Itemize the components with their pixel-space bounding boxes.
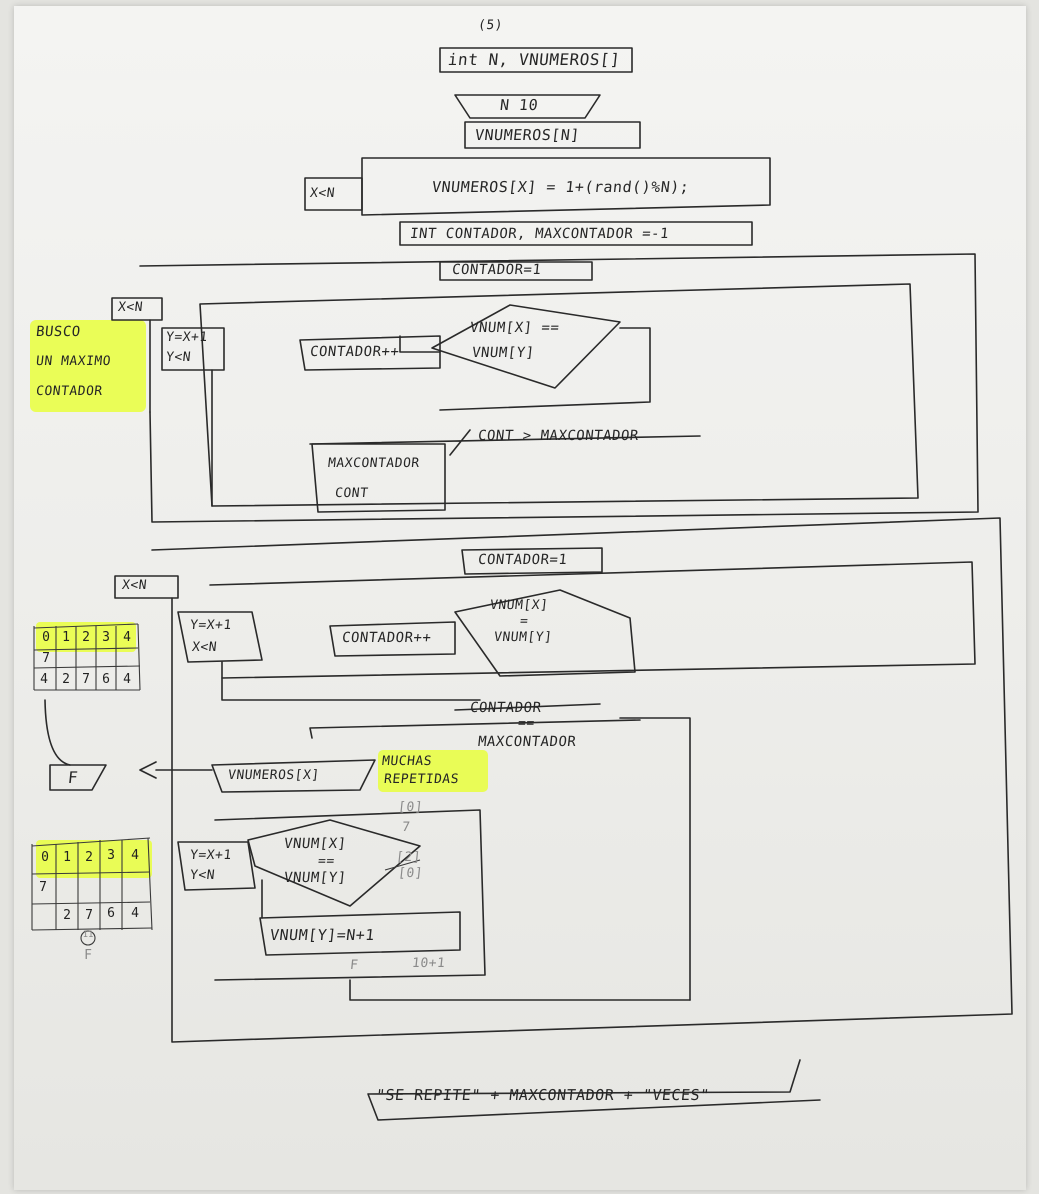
loop2-inner-condition-2: X<N xyxy=(191,640,218,655)
loop2-reset: CONTADOR=1 xyxy=(477,552,569,568)
table2-h1: 1 xyxy=(63,850,71,865)
loop2-max-test-2: MAXCONTADOR xyxy=(477,734,578,750)
loop2-compare-eq: = xyxy=(519,614,530,629)
highlight-table-1 xyxy=(36,622,136,652)
small-mark-d: [0] xyxy=(397,866,424,881)
loop2-compare-2: VNUM[Y] xyxy=(493,630,554,645)
highlight-note-1 xyxy=(30,320,146,412)
table2-h4: 4 xyxy=(131,848,139,863)
table1-h1: 1 xyxy=(62,630,70,645)
table1-r3c0: 4 xyxy=(40,672,48,687)
loop2-max-test-eq: == xyxy=(517,716,536,731)
highlight-print-note xyxy=(378,750,488,792)
loop2-compare2-1: VNUM[X] xyxy=(283,836,348,852)
loop1-frame xyxy=(111,253,979,523)
table1-r2c0: 7 xyxy=(42,651,50,666)
fill-statement: VNUMEROS[X] = 1+(rand()%N); xyxy=(431,178,691,196)
loop2-inner-condition-1: Y=X+1 xyxy=(189,618,233,633)
fill-loop-condition: X<N xyxy=(309,186,336,201)
highlight-table-2 xyxy=(36,840,152,878)
loop1-increment: CONTADOR++ xyxy=(309,344,401,360)
loop2-compare2-eq: == xyxy=(317,854,336,869)
page-marker: (5) xyxy=(477,18,504,33)
array-decl: VNUMEROS[N] xyxy=(474,126,581,144)
table2-mark: 11 xyxy=(82,930,94,940)
small-mark-a: [0] xyxy=(397,800,424,815)
table1-r3c3: 6 xyxy=(102,672,110,687)
table1-r3c2: 7 xyxy=(82,672,90,687)
note-line-3: CONTADOR xyxy=(35,384,104,399)
print-note-1: MUCHAS xyxy=(381,754,433,769)
loop1-max-test: CONT > MAXCONTADOR xyxy=(477,428,640,444)
loop2-assign2: VNUM[Y]=N+1 xyxy=(269,926,376,944)
table1-h4: 4 xyxy=(123,630,131,645)
loop1-compare-2: VNUM[Y] xyxy=(471,345,536,361)
table2-r3c1: 2 xyxy=(63,908,71,923)
table2-under: F xyxy=(84,948,92,963)
table1-h2: 2 xyxy=(82,630,90,645)
under-mark-b: 10+1 xyxy=(411,956,447,971)
note-line-1: BUSCO xyxy=(35,324,82,340)
loop2-inner2-condition-1: Y=X+1 xyxy=(189,848,233,863)
loop2-compare2-2: VNUM[Y] xyxy=(283,870,348,886)
top-block xyxy=(304,47,771,246)
table1-r3c1: 2 xyxy=(62,672,70,687)
table2-r3c4: 4 xyxy=(131,906,139,921)
table1-grid xyxy=(33,623,141,691)
loop1-inner-condition-2: Y<N xyxy=(165,350,192,365)
output-statement: "SE REPITE" + MAXCONTADOR + "VECES" xyxy=(375,1086,711,1104)
table1-r3c4: 4 xyxy=(123,672,131,687)
loop2-increment: CONTADOR++ xyxy=(341,630,433,646)
table2-r3c2: 7 xyxy=(85,908,93,923)
footer-frame xyxy=(367,1059,821,1121)
table1-h0: 0 xyxy=(42,630,50,645)
loop1-assign-1: MAXCONTADOR xyxy=(327,456,421,471)
output-arrow-label: F xyxy=(67,768,80,787)
loop1-assign-2: CONT xyxy=(334,486,370,501)
loop2-inner2-condition-2: Y<N xyxy=(189,868,216,883)
loop2-max-test-1: CONTADOR xyxy=(469,700,543,716)
table2-h3: 3 xyxy=(107,848,115,863)
assign-n: N 10 xyxy=(499,96,540,114)
note-line-2: UN MAXIMO xyxy=(35,354,112,369)
loop1-inner-condition-1: Y=X+1 xyxy=(165,330,209,345)
loop1-reset: CONTADOR=1 xyxy=(451,262,543,278)
loop2-outer-condition: X<N xyxy=(121,578,148,593)
table2-grid xyxy=(31,837,153,946)
print-note-2: REPETIDAS xyxy=(383,772,460,787)
loop2-frame xyxy=(44,517,1013,1043)
init-statement: INT CONTADOR, MAXCONTADOR =-1 xyxy=(409,226,670,242)
loop1-outer-condition: X<N xyxy=(117,300,144,315)
print-statement: VNUMEROS[X] xyxy=(227,768,321,783)
table2-h2: 2 xyxy=(85,850,93,865)
declaration: int N, VNUMEROS[] xyxy=(447,50,622,69)
table2-r2c0: 7 xyxy=(39,880,47,895)
small-mark-c: [2] xyxy=(395,850,422,865)
under-mark-a: F xyxy=(349,958,360,973)
table2-h0: 0 xyxy=(41,850,49,865)
loop1-compare-1: VNUM[X] == xyxy=(469,320,561,336)
small-mark-b: 7 xyxy=(401,820,412,835)
loop2-compare-1: VNUM[X] xyxy=(489,598,550,613)
table2-r3c3: 6 xyxy=(107,906,115,921)
table1-h3: 3 xyxy=(102,630,110,645)
